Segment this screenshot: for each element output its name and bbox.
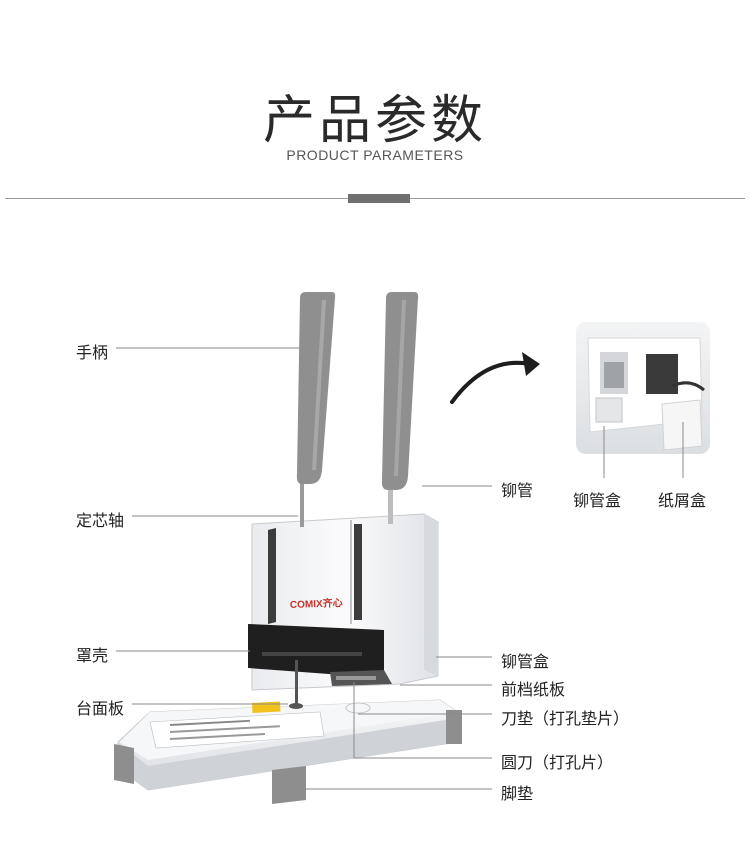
label-pad: 刀垫（打孔垫片） (501, 709, 630, 728)
inset-photo (576, 322, 710, 454)
handle-left (296, 292, 336, 527)
label-foot: 脚垫 (501, 784, 534, 803)
page-title: 产品参数 (262, 91, 487, 151)
label-rivet-tube: 铆管 (501, 481, 534, 500)
inset-label-scrap-box: 纸屑盒 (658, 491, 707, 510)
label-handle: 手柄 (76, 343, 109, 362)
label-mandrel: 定芯轴 (76, 511, 125, 530)
label-cover: 罩壳 (76, 646, 109, 665)
foot-pads (114, 710, 462, 804)
brand-logo: COMIX齐心 (290, 596, 343, 611)
label-table: 台面板 (76, 699, 125, 718)
inset-label-rivet-box: 铆管盒 (573, 491, 622, 510)
base-plate (117, 699, 459, 791)
divider-accent (348, 194, 410, 203)
label-rivet-box: 铆管盒 (501, 652, 550, 671)
handle-right (381, 292, 419, 524)
arrow-icon (450, 360, 532, 404)
main-body (248, 513, 439, 709)
label-front-guide: 前档纸板 (501, 680, 566, 699)
leader-lines (116, 347, 684, 790)
page-subtitle: PRODUCT PARAMETERS (286, 147, 464, 163)
label-drill: 圆刀（打孔片） (501, 753, 614, 772)
